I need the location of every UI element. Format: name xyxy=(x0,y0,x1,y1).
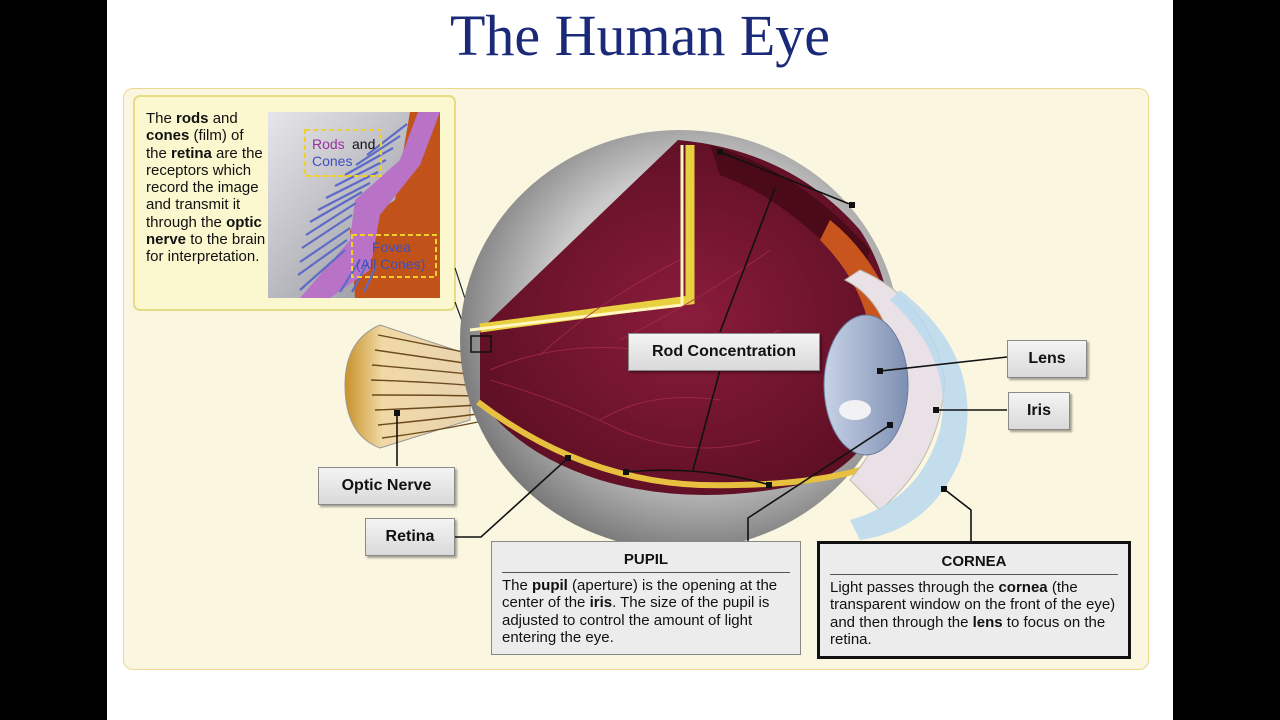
cornea-heading: CORNEA xyxy=(830,553,1118,575)
pupil-heading: PUPIL xyxy=(502,551,790,573)
callout-text-segment: rods xyxy=(176,110,209,127)
cornea-text-segment: lens xyxy=(972,613,1003,631)
cornea-description: Light passes through the cornea (the tra… xyxy=(820,579,1128,649)
inset-cones-text: Cones xyxy=(312,153,352,169)
lens-shape xyxy=(823,314,909,456)
cornea-text-segment: to focus on the retina. xyxy=(830,613,1106,649)
optic-nerve-shape xyxy=(344,324,479,449)
inset-all-cones-text: (All Cones) xyxy=(356,256,425,272)
rods-cones-frame xyxy=(304,129,382,177)
pupil-info-box: PUPIL The pupil (aperture) is the openin… xyxy=(491,541,801,655)
callout-text-segment: (film) of the xyxy=(146,127,244,162)
eye-interior xyxy=(480,140,892,495)
slide-title: The Human Eye xyxy=(449,3,831,68)
callout-text-segment: and xyxy=(208,110,238,127)
rod-concentration-pointer-bottom xyxy=(692,369,721,471)
retina-inset: Rods and Cones Fovea (All Cones) xyxy=(268,112,440,298)
fovea-frame xyxy=(351,234,437,278)
retina-detail-marker xyxy=(470,335,492,353)
inset-and-text: and xyxy=(352,136,375,152)
callout-text-segment: The xyxy=(146,110,177,127)
cornea-pointer xyxy=(943,488,972,541)
pupil-text-segment: iris xyxy=(589,594,613,611)
pupil-text-segment: . The size of the pupil is adjusted to c… xyxy=(502,594,770,646)
callout-text-segment: to the brain for interpretation. xyxy=(146,231,266,266)
cornea-text-segment: cornea xyxy=(998,578,1048,596)
pupil-pointer xyxy=(747,424,891,541)
retina-layer-bottom xyxy=(476,399,861,489)
callout-text-segment: cones xyxy=(146,127,190,145)
rod-concentration-pointer-top xyxy=(719,187,776,333)
pupil-text-segment: (aperture) is the opening at the center … xyxy=(502,576,778,612)
callout-text-segment: are the receptors which record the image… xyxy=(146,144,263,231)
lens-pointer xyxy=(879,356,1008,372)
rod-concentration-label: Rod Concentration xyxy=(628,333,820,371)
retina-label: Retina xyxy=(365,518,455,556)
pupil-text-segment: pupil xyxy=(532,576,568,594)
cornea-shape xyxy=(850,290,968,540)
inset-rods-text: Rods xyxy=(312,136,345,152)
callout-text-segment: retina xyxy=(171,144,212,162)
retina-layer-top xyxy=(479,145,695,333)
cornea-text-segment: Light passes through the xyxy=(830,578,999,596)
cornea-info-box: CORNEA Light passes through the cornea (… xyxy=(817,541,1131,659)
inset-fovea-text: Fovea xyxy=(372,239,411,255)
cornea-text-segment: (the transparent window on the front of … xyxy=(830,578,1116,631)
iris-label: Iris xyxy=(1008,392,1070,430)
pupil-text-segment: The xyxy=(502,576,533,594)
optic-nerve-label: Optic Nerve xyxy=(318,467,455,505)
retina-pointer xyxy=(455,457,569,538)
callout-text: The rods and cones (film) of the retina … xyxy=(146,110,266,266)
callout-text-segment: optic nerve xyxy=(146,213,262,249)
pupil-description: The pupil (aperture) is the opening at t… xyxy=(492,577,800,647)
lens-label: Lens xyxy=(1007,340,1087,378)
